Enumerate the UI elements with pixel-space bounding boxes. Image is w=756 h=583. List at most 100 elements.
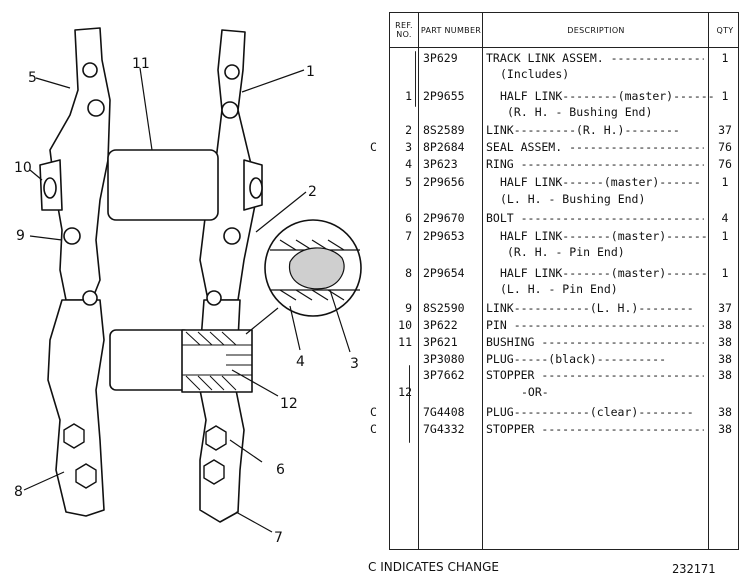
quantity: 38: [718, 405, 732, 419]
part-number: 3P623: [423, 157, 458, 171]
description: TRACK LINK ASSEM. ----------------------…: [486, 52, 704, 65]
quantity: 38: [718, 368, 732, 382]
quantity: 38: [718, 318, 732, 332]
callout-12: 12: [280, 396, 298, 412]
quantity: 37: [718, 301, 732, 315]
ref-number: 2: [405, 123, 412, 137]
ref-number: 5: [405, 175, 412, 189]
leader-dashes: ----------------------------------------…: [541, 336, 704, 349]
leader-dashes: ----------------------------------------…: [541, 423, 704, 436]
leader-dashes: ----------------------------------------…: [610, 52, 704, 65]
description: STOPPER --------------------------------…: [486, 369, 704, 382]
description: (Includes): [500, 67, 570, 81]
description: HALF LINK-------(master)------: [500, 266, 708, 280]
ref-number: 9: [405, 301, 412, 315]
description: (L. H. - Pin End): [500, 282, 618, 296]
ref-number: 1: [405, 89, 412, 103]
callout-5: 5: [28, 70, 37, 86]
change-indicator: C: [370, 405, 377, 419]
description: (L. H. - Bushing End): [500, 192, 646, 206]
description: BUSHING --------------------------------…: [486, 336, 704, 349]
part-number: 3P3080: [423, 352, 465, 366]
callout-3: 3: [350, 356, 359, 372]
brace-ref-1: [415, 51, 416, 107]
callout-1: 1: [306, 64, 315, 80]
ref-number: 10: [398, 318, 412, 332]
callout-7: 7: [274, 530, 283, 546]
leader-dashes: ----------------------------------------…: [569, 141, 704, 154]
lower-bushing: [109, 329, 191, 391]
ref-number: 8: [405, 266, 412, 280]
quantity: 1: [721, 229, 729, 243]
description: HALF LINK------(master)------: [500, 175, 701, 189]
upper-bushing: [107, 149, 219, 221]
description: HALF LINK-------(master)------: [500, 229, 708, 243]
callout-4: 4: [296, 354, 305, 370]
seal-ring: [288, 247, 345, 290]
callout-6: 6: [276, 462, 285, 478]
quantity: 4: [721, 211, 729, 225]
quantity: 38: [718, 335, 732, 349]
description: LINK-----------(L. H.)--------: [486, 301, 694, 315]
leader-dashes: ----------------------------------------…: [520, 158, 704, 171]
ref-number: 6: [405, 211, 412, 225]
part-number: 2P9653: [423, 229, 465, 243]
ref-number: 4: [405, 157, 412, 171]
part-number: 8P2684: [423, 140, 465, 154]
part-number: 7G4408: [423, 405, 465, 419]
description: RING -----------------------------------…: [486, 158, 704, 171]
part-number: 3P629: [423, 51, 458, 65]
change-indicator: C: [370, 140, 377, 154]
header-part-number: PART NUMBER: [420, 25, 482, 35]
change-indicator-note: C INDICATES CHANGE: [368, 560, 499, 574]
quantity: 1: [721, 175, 729, 189]
quantity: 76: [718, 157, 732, 171]
callout-11: 11: [132, 56, 150, 72]
part-number: 8S2590: [423, 301, 465, 315]
description: BOLT -----------------------------------…: [486, 212, 704, 225]
description: PLUG-----------(clear)--------: [486, 405, 694, 419]
change-indicator: C: [370, 422, 377, 436]
header-description: DESCRIPTION: [567, 25, 625, 35]
description: STOPPER --------------------------------…: [486, 423, 704, 436]
ref-number: 3: [405, 140, 412, 154]
quantity: 1: [721, 51, 729, 65]
part-number: 3P622: [423, 318, 458, 332]
quantity: 76: [718, 140, 732, 154]
description: PLUG-----(black)----------: [486, 352, 667, 366]
brace-ref-12: [409, 365, 410, 443]
description: HALF LINK--------(master)------: [500, 89, 715, 103]
right-upper-link: [199, 29, 259, 301]
description: PIN ------------------------------------…: [486, 319, 704, 332]
header-qty: QTY: [716, 25, 734, 35]
leader-dashes: ----------------------------------------…: [520, 212, 704, 225]
part-number: 2P9656: [423, 175, 465, 189]
quantity: 1: [721, 89, 729, 103]
quantity: 38: [718, 422, 732, 436]
part-number: 3P7662: [423, 368, 465, 382]
ref-number: 11: [398, 335, 412, 349]
parts-list-table: REF. NO. PART NUMBER DESCRIPTION QTY 3P6…: [370, 12, 739, 550]
quantity: 37: [718, 123, 732, 137]
description: -OR-: [521, 385, 549, 399]
track-link-drawing: 5 11 1 10 2 9 4 3 12 6 8 7: [14, 27, 362, 546]
part-number: 7G4332: [423, 422, 465, 436]
description: SEAL ASSEM. ----------------------------…: [486, 141, 704, 154]
image-number: 232171: [672, 562, 716, 576]
pin-section: [181, 329, 253, 393]
part-number: 3P621: [423, 335, 458, 349]
description: (R. H. - Bushing End): [507, 105, 653, 119]
callout-9: 9: [16, 228, 25, 244]
header-ref-no: REF. NO.: [395, 21, 413, 39]
part-number: 2P9655: [423, 89, 465, 103]
description: LINK---------(R. H.)--------: [486, 123, 680, 137]
description: (R. H. - Pin End): [507, 245, 625, 259]
part-number: 2P9654: [423, 266, 465, 280]
ref-number: 7: [405, 229, 412, 243]
leader-dashes: ----------------------------------------…: [541, 369, 704, 382]
callout-2: 2: [308, 184, 317, 200]
quantity: 1: [721, 266, 729, 280]
leader-dashes: ----------------------------------------…: [513, 319, 704, 332]
ref-number: 12: [398, 385, 412, 399]
quantity: 38: [718, 352, 732, 366]
